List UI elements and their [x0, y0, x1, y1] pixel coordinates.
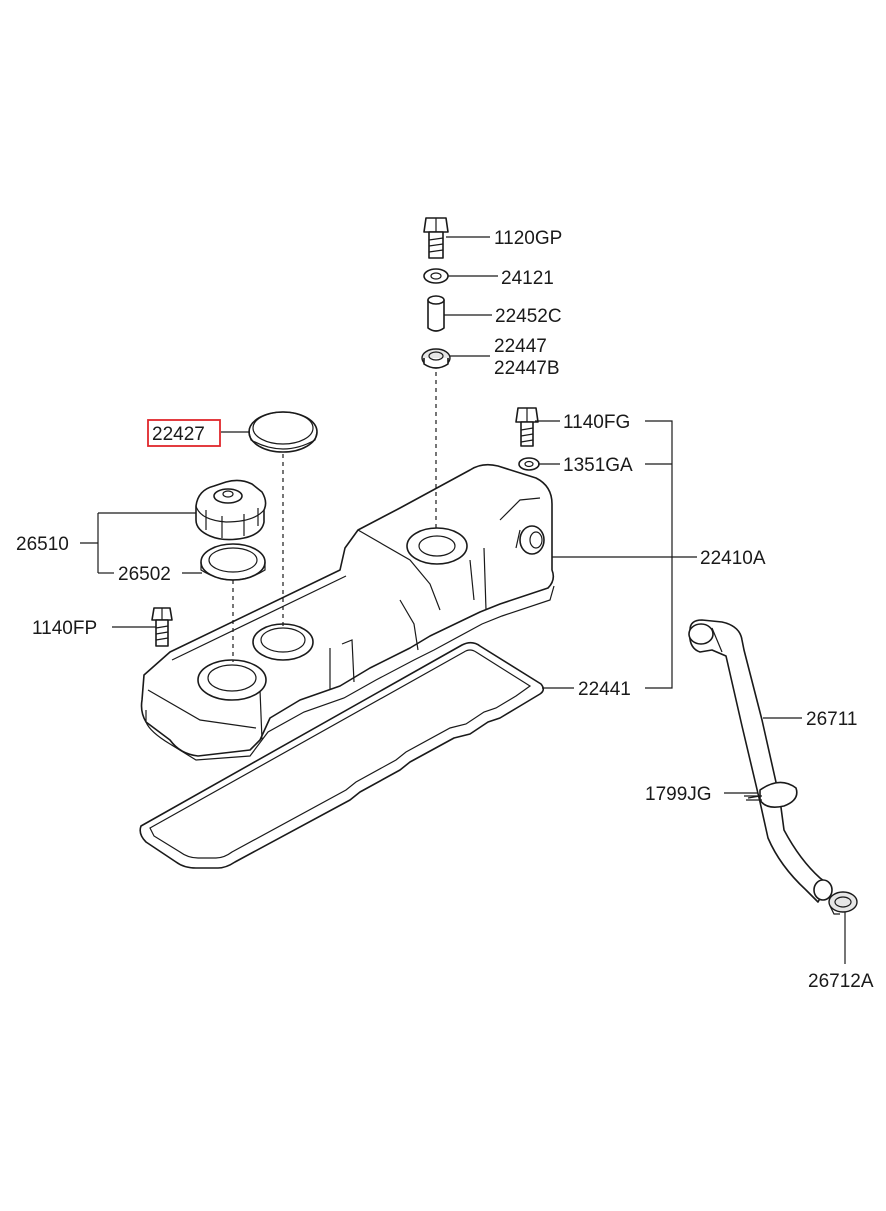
- bolt-1140FP[interactable]: [151, 607, 173, 647]
- assembly-lines: [232, 372, 437, 662]
- bolt-1120GP[interactable]: [423, 217, 449, 259]
- part-labels: 1120GP 24121 22452C 22447 22447B 22427 1…: [16, 228, 874, 992]
- label-1120GP[interactable]: 1120GP: [494, 228, 562, 249]
- label-22447[interactable]: 22447: [494, 336, 547, 357]
- label-26712A[interactable]: 26712A: [808, 971, 874, 992]
- label-26502[interactable]: 26502: [118, 564, 171, 585]
- label-22441[interactable]: 22441: [578, 679, 631, 700]
- label-26510[interactable]: 26510: [16, 534, 69, 555]
- label-22447B[interactable]: 22447B: [494, 358, 560, 379]
- label-22452C[interactable]: 22452C: [495, 306, 562, 327]
- gasket-22441[interactable]: [139, 641, 545, 869]
- label-24121[interactable]: 24121: [501, 268, 554, 289]
- filler-cap-26510[interactable]: [195, 479, 267, 541]
- highlight-box-22427: [147, 419, 221, 447]
- washer-1351GA[interactable]: [518, 457, 540, 471]
- sleeve-22452C[interactable]: [427, 295, 445, 332]
- label-1140FP[interactable]: 1140FP: [32, 618, 97, 639]
- leader-lines: [80, 236, 846, 964]
- label-1351GA[interactable]: 1351GA: [563, 455, 633, 476]
- label-26711[interactable]: 26711: [806, 709, 857, 730]
- plug-22427[interactable]: [248, 411, 318, 453]
- valve-cover-22410A[interactable]: [140, 463, 555, 761]
- label-1140FG[interactable]: 1140FG: [563, 412, 630, 433]
- grommet-22447[interactable]: [421, 348, 451, 369]
- cap-seal-26502[interactable]: [200, 543, 266, 581]
- label-22410A[interactable]: 22410A: [700, 548, 766, 569]
- label-1799JG[interactable]: 1799JG: [645, 784, 712, 805]
- breather-hose-26711[interactable]: [688, 619, 833, 903]
- label-22427[interactable]: 22427: [152, 424, 205, 445]
- clamp-1799JG[interactable]: [744, 781, 798, 808]
- bolt-1140FG[interactable]: [515, 407, 539, 447]
- washer-24121[interactable]: [423, 268, 449, 284]
- hose-clip-26712A[interactable]: [828, 891, 858, 915]
